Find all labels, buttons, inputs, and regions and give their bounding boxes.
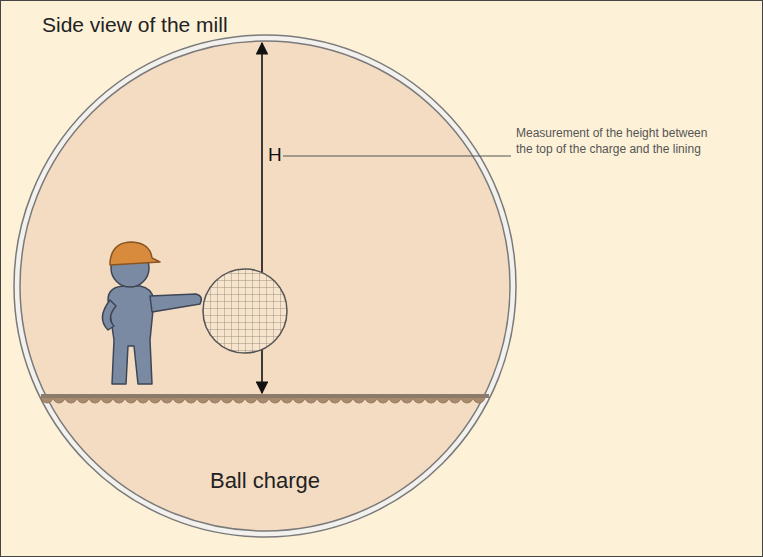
charge-surface bbox=[41, 394, 489, 398]
mill-lining bbox=[20, 41, 510, 531]
worker-figure bbox=[102, 242, 201, 384]
mill-shell bbox=[14, 35, 516, 537]
callout-note: Measurement of the height between the to… bbox=[516, 126, 716, 157]
dimension-label: H bbox=[268, 144, 288, 167]
mesh-grate bbox=[203, 269, 287, 353]
leader-line bbox=[283, 156, 511, 157]
diagram-title: Side view of the mill bbox=[42, 12, 362, 37]
region-label: Ball charge bbox=[160, 468, 370, 494]
